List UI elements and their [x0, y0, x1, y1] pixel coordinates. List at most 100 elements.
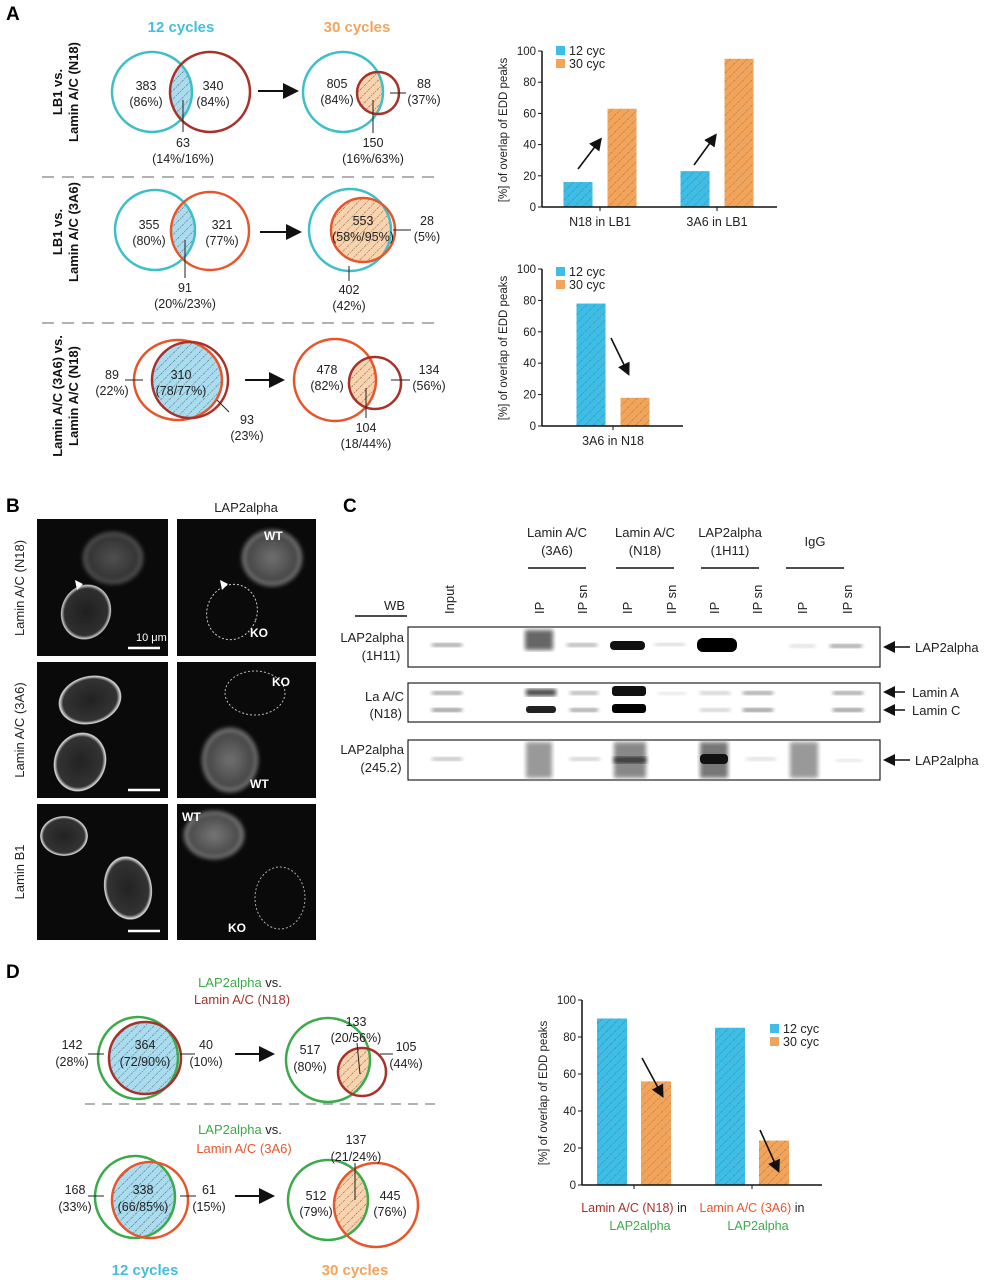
- venn-percent: (82%): [310, 379, 343, 393]
- lane-label: IP sn: [750, 585, 765, 614]
- y-tick-label: 80: [563, 1032, 576, 1044]
- x-tick-label: 3A6 in LB1: [686, 215, 747, 229]
- x-tick-label: LAP2alpha: [727, 1219, 788, 1233]
- label-wt: WT: [182, 810, 201, 824]
- bar-hatch: [597, 1018, 627, 1185]
- venn-percent: (14%/16%): [152, 152, 214, 166]
- bar-hatch: [724, 58, 754, 207]
- arrowhead-marker-icon: [75, 580, 83, 590]
- footer-30-cycles: 30 cycles: [322, 1262, 389, 1279]
- legend-label: 12 cyc: [569, 44, 605, 58]
- scale-bar-label: 10 μm: [136, 632, 167, 644]
- comparison-title-b: Lamin A/C (N18): [194, 992, 290, 1007]
- venn-percent: (23%): [230, 429, 263, 443]
- band-label: LAP2alpha: [915, 640, 979, 655]
- venn-percent: (37%): [407, 93, 440, 107]
- lane-label: IP sn: [575, 585, 590, 614]
- venn-percent: (5%): [414, 230, 440, 244]
- blot-label: LAP2alpha: [340, 630, 404, 645]
- venn-d-row1-12cyc: [88, 1015, 195, 1101]
- comparison-title: LAP2alpha vs.: [198, 1122, 282, 1137]
- venn-count: 355: [139, 218, 160, 232]
- bar-hatch: [620, 397, 650, 426]
- comparison-title: LAP2alpha vs.: [198, 975, 282, 990]
- x-tick-label: LAP2alpha: [609, 1219, 670, 1233]
- venn-a-row2-30cyc: [307, 187, 411, 281]
- trend-arrow-icon: [759, 1129, 780, 1173]
- western-blot-2: [407, 682, 881, 723]
- venn-count: 338: [133, 1183, 154, 1197]
- venn-count: 517: [300, 1043, 321, 1057]
- row-label-lamin-b1: Lamin B1: [12, 845, 27, 900]
- y-tick-label: 100: [517, 264, 536, 276]
- venn-count: 310: [171, 368, 192, 382]
- venn-count: 340: [203, 79, 224, 93]
- ip-group-label: (N18): [629, 543, 662, 558]
- blot-label: (N18): [369, 706, 402, 721]
- legend-label: 12 cyc: [569, 265, 605, 279]
- label-ko: KO: [228, 921, 246, 935]
- venn-count: 63: [176, 136, 190, 150]
- bar-hatch: [680, 171, 710, 207]
- x-tick-label: Lamin A/C (N18) in: [581, 1201, 687, 1215]
- label-wt: WT: [250, 777, 269, 791]
- lane-label: Input: [442, 585, 457, 614]
- y-axis-label: [%] of overlap of EDD peaks: [538, 1021, 550, 1166]
- lane-label: IP sn: [840, 585, 855, 614]
- y-tick-label: 40: [523, 140, 536, 152]
- bar-hatch: [715, 1027, 745, 1185]
- venn-percent: (80%): [132, 234, 165, 248]
- venn-count: 445: [380, 1189, 401, 1203]
- legend-label: 30 cyc: [569, 278, 605, 292]
- venn-percent: (56%): [412, 379, 445, 393]
- legend-swatch: [556, 46, 565, 55]
- venn-percent: (44%): [389, 1057, 422, 1071]
- x-tick-label: 3A6 in N18: [582, 434, 644, 448]
- ip-group-label: Lamin A/C: [527, 525, 587, 540]
- footer-12-cycles: 12 cycles: [112, 1262, 179, 1279]
- row-label-line1: LB1 vs.: [50, 69, 65, 115]
- venn-percent: (76%): [373, 1205, 406, 1219]
- band-label: LAP2alpha: [915, 753, 979, 768]
- lane-label: IP: [795, 602, 810, 614]
- legend-swatch: [770, 1037, 779, 1046]
- ip-group-label: Lamin A/C: [615, 525, 675, 540]
- legend-label: 12 cyc: [783, 1022, 819, 1036]
- ip-group-label: LAP2alpha: [698, 525, 762, 540]
- venn-count: 150: [363, 136, 384, 150]
- legend-swatch: [770, 1024, 779, 1033]
- lane-label: IP sn: [664, 585, 679, 614]
- venn-count: 93: [240, 413, 254, 427]
- venn-count: 40: [199, 1038, 213, 1052]
- lane-label: IP: [620, 602, 635, 614]
- venn-percent: (80%): [293, 1060, 326, 1074]
- legend-swatch: [556, 280, 565, 289]
- venn-percent: (78/77%): [156, 384, 207, 398]
- venn-percent: (22%): [95, 384, 128, 398]
- ip-antibody-headers: Lamin A/C(3A6)Lamin A/C(N18)LAP2alpha(1H…: [527, 525, 844, 569]
- venn-percent: (20/56%): [331, 1031, 382, 1045]
- venn-count: 321: [212, 218, 233, 232]
- y-tick-label: 80: [523, 295, 536, 307]
- trend-arrow-icon: [693, 133, 717, 166]
- venn-percent: (16%/63%): [342, 152, 404, 166]
- venn-count: 137: [346, 1133, 367, 1147]
- blot-label: La A/C: [365, 689, 404, 704]
- venn-percent: (33%): [58, 1200, 91, 1214]
- venn-percent: (72/90%): [120, 1055, 171, 1069]
- y-tick-label: 20: [563, 1143, 576, 1155]
- row-label-1: LB1 vs. Lamin A/C (N18): [50, 42, 81, 142]
- label-wt: WT: [264, 529, 283, 543]
- venn-percent: (15%): [192, 1200, 225, 1214]
- venn-count: 402: [339, 283, 360, 297]
- label-ko: KO: [272, 675, 290, 689]
- y-tick-label: 0: [530, 202, 536, 214]
- venn-percent: (20%/23%): [154, 297, 216, 311]
- y-tick-label: 80: [523, 77, 536, 89]
- y-tick-label: 60: [563, 1069, 576, 1081]
- venn-percent: (42%): [332, 299, 365, 313]
